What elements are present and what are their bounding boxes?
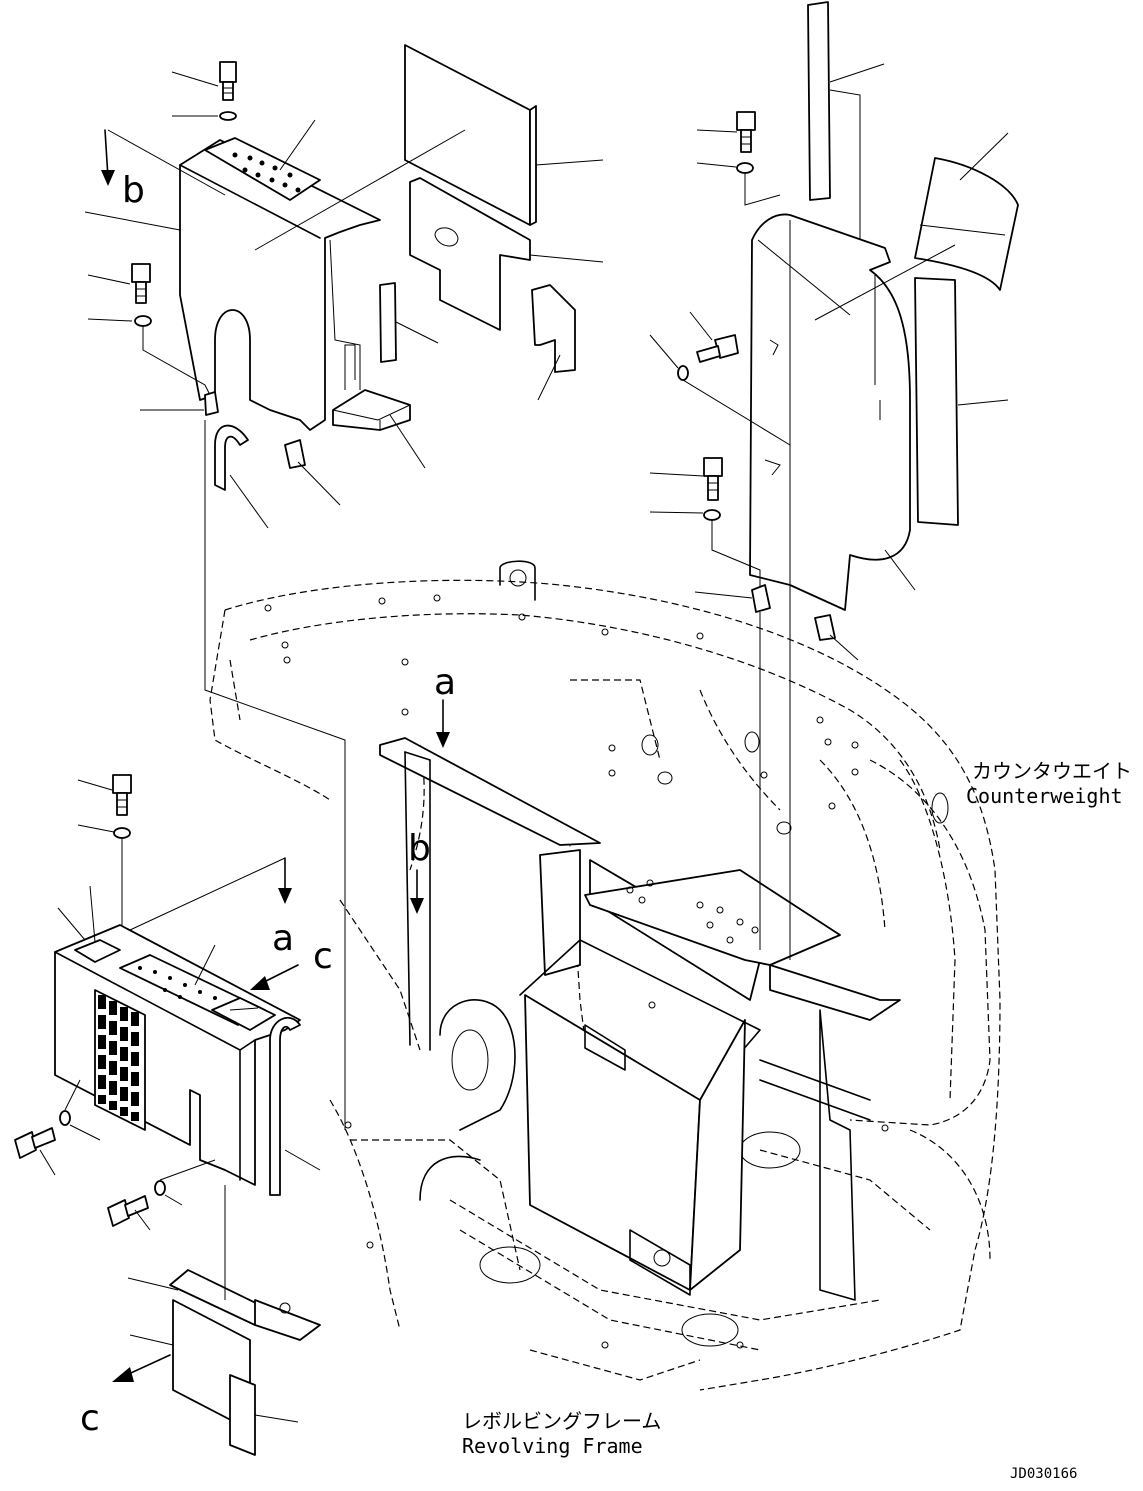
- counterweight-label-en: Counterweight: [966, 784, 1123, 808]
- seal-strip-icon: [229, 1374, 256, 1456]
- view-a-label-left: a: [272, 918, 294, 959]
- bolt-icon: [696, 334, 739, 363]
- revolving-frame-label-jp: レボルビングフレーム: [462, 1409, 661, 1433]
- radiator-cover-icon: [54, 924, 301, 1186]
- hook-icon: [214, 424, 249, 491]
- seal-strip-icon: [807, 1, 831, 201]
- view-b-label-center: b: [408, 828, 431, 869]
- clip-icon: [814, 614, 836, 641]
- curved-pad-icon: [914, 157, 1019, 291]
- foam-pad-icon: [409, 177, 531, 331]
- top-left-cover-assembly: b: [84, 44, 604, 529]
- view-c-label-bottom: c: [80, 1398, 100, 1439]
- washer-icon: [134, 315, 152, 327]
- washer-icon: [154, 1180, 166, 1196]
- washer-icon: [703, 509, 721, 521]
- washer-icon: [736, 162, 754, 174]
- bolt-icon: [112, 774, 132, 816]
- clip-icon: [284, 439, 306, 469]
- seal-strip-icon: [269, 1016, 301, 1196]
- seal-strip-icon: [379, 282, 397, 363]
- bolt-icon: [219, 61, 237, 101]
- counterweight-label-jp: カウンタウエイト: [972, 759, 1132, 783]
- washer-icon: [677, 365, 689, 381]
- block-icon: [332, 389, 411, 431]
- component-labels: カウンタウエイト Counterweight レボルビングフレーム Revolv…: [462, 759, 1132, 1482]
- view-a-label-top: a: [434, 662, 456, 703]
- washer-icon: [113, 827, 131, 839]
- view-arrows-center: a b: [408, 662, 456, 914]
- bolt-icon: [14, 1127, 56, 1159]
- assembly-leaders: [204, 239, 361, 1130]
- bolt-icon: [736, 111, 756, 153]
- grille-icon: [94, 989, 146, 1131]
- bolt-icon: [107, 1195, 149, 1227]
- view-c-label-left: c: [313, 936, 333, 977]
- washer-icon: [219, 111, 237, 121]
- pad-icon: [531, 284, 576, 373]
- drawing-number: JD030166: [1010, 1466, 1077, 1482]
- foam-pad-icon: [914, 277, 959, 526]
- bolt-icon: [703, 457, 723, 501]
- clip-icon: [751, 584, 771, 613]
- left-lower-cover-assembly: a c: [14, 774, 333, 1456]
- center-bracket: [379, 737, 901, 1301]
- top-right-cover-assembly: [649, 1, 1019, 960]
- bolt-icon: [131, 263, 151, 304]
- washer-icon: [59, 1110, 71, 1126]
- view-b-label-top: b: [122, 170, 145, 211]
- revolving-frame-label-en: Revolving Frame: [462, 1434, 643, 1458]
- clip-icon: [204, 391, 219, 416]
